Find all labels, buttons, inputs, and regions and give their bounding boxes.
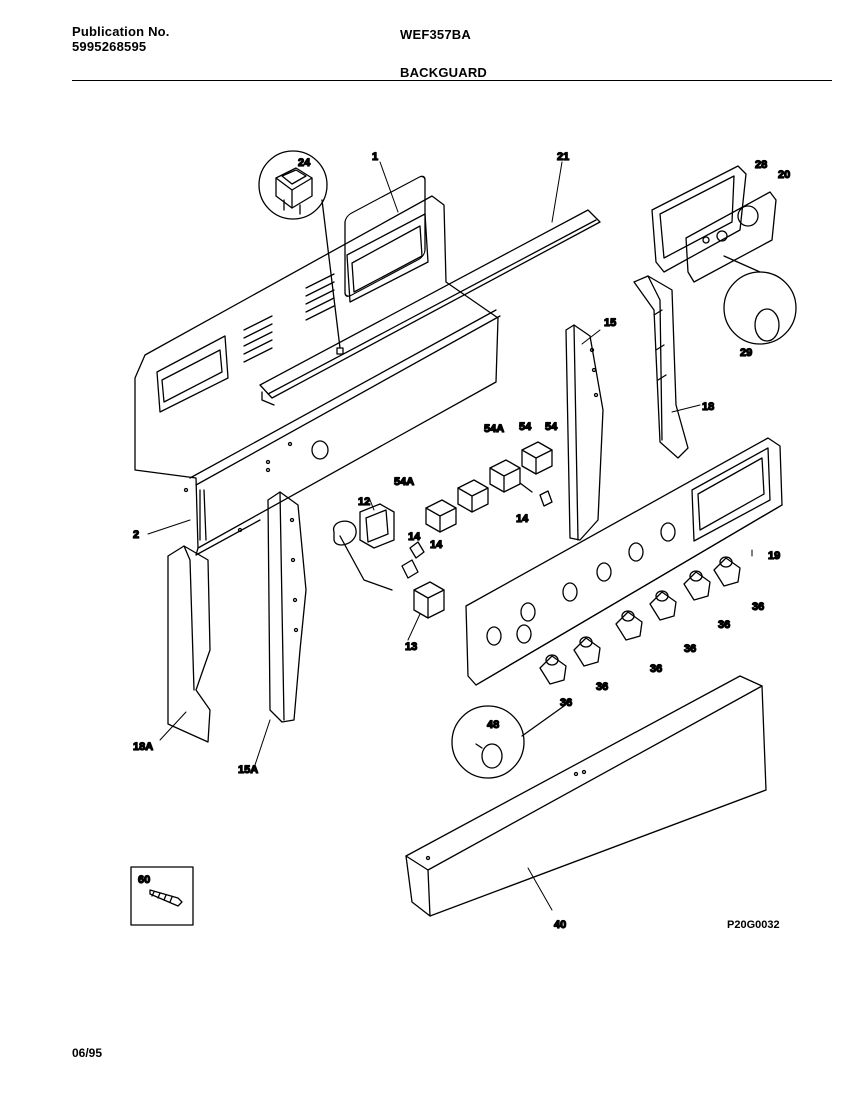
part-label-20: 20: [778, 169, 790, 181]
part-label-54a: 54A: [394, 476, 414, 488]
control-knobs: [539, 556, 741, 685]
part-label-14: 14: [516, 513, 529, 525]
part-label-15: 15: [604, 317, 616, 329]
left-bracket: [267, 491, 307, 723]
publication-label: Publication No.: [72, 24, 170, 39]
part-label-24: 24: [298, 157, 311, 169]
callout-lines: [147, 161, 753, 911]
publication-number: 5995268595: [72, 39, 147, 54]
part-label-54: 54: [545, 421, 558, 433]
part-label-19: 19: [768, 550, 780, 562]
part-label-60: 60: [138, 874, 150, 886]
screw-box: [130, 866, 194, 926]
part-label-36: 36: [752, 601, 764, 613]
revision-date: 06/95: [72, 1046, 103, 1060]
header-rule: [72, 80, 832, 81]
part-label-36: 36: [596, 681, 608, 693]
timer-assembly: [333, 503, 445, 619]
part-label-28: 28: [755, 159, 767, 171]
lower-trim: [405, 675, 767, 917]
switch-zoom: [258, 150, 344, 355]
part-label-21: 21: [557, 151, 569, 163]
part-label-36: 36: [650, 663, 662, 675]
part-label-15a: 15A: [238, 764, 258, 776]
part-label-18a: 18A: [133, 741, 153, 753]
right-end-cap: [633, 275, 689, 459]
part-label-13: 13: [405, 641, 417, 653]
part-label-48: 48: [487, 719, 499, 731]
model-number: WEF357BA: [400, 27, 471, 42]
section-title: BACKGUARD: [400, 65, 488, 80]
part-label-36: 36: [718, 619, 730, 631]
right-bracket: [565, 324, 604, 541]
left-end-cap: [167, 545, 211, 743]
infinite-switches: [425, 441, 553, 533]
trim-strip: [259, 209, 601, 406]
part-label-36: 36: [684, 643, 696, 655]
part-label-40: 40: [554, 919, 566, 931]
part-label-54a: 54A: [484, 423, 504, 435]
part-label-14: 14: [430, 539, 443, 551]
part-label-18: 18: [702, 401, 714, 413]
part-label-14: 14: [408, 531, 421, 543]
part-label-54: 54: [519, 421, 532, 433]
control-panel: [465, 437, 783, 686]
part-label-12: 12: [358, 496, 370, 508]
part-label-1: 1: [372, 151, 378, 163]
part-label-29: 29: [740, 347, 752, 359]
clock-assembly: [651, 165, 797, 345]
backguard-panel: [134, 175, 501, 556]
part-label-2: 2: [133, 529, 139, 541]
part-label-36: 36: [560, 697, 572, 709]
figure-code: P20G0032: [727, 919, 780, 931]
knob-zoom: [451, 705, 565, 779]
